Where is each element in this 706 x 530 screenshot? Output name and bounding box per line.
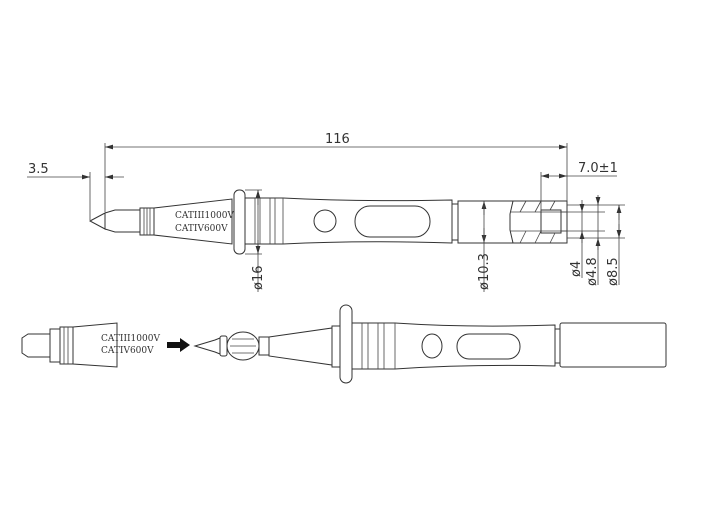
drawing-stroke [519, 200, 556, 244]
drawing-stroke [519, 230, 527, 244]
drawing-stroke [421, 333, 443, 359]
rating-label-line1: CATIII1000V [175, 211, 234, 221]
dim-body-diameter: ø10.3 [477, 253, 492, 290]
arrow-icon [167, 338, 190, 352]
drawing-stroke [268, 327, 333, 366]
rear-sleeve [457, 200, 568, 244]
dim-bore-outer: ø4.8 [585, 257, 600, 286]
drawing-stroke [534, 230, 542, 244]
cap-label-line1: CATIII1000V [101, 334, 160, 344]
rear-sleeve [559, 322, 667, 368]
drawing-stroke [554, 328, 561, 364]
dim-guard-diameter: ø16 [251, 266, 266, 291]
drawing-stroke [519, 200, 527, 213]
probe-body [244, 197, 453, 245]
drawing-stroke [258, 336, 270, 356]
drawing-stroke [21, 333, 51, 358]
drawing-stroke [549, 200, 556, 211]
probe-side-view: CATIII1000V CATIV600V [88, 189, 568, 255]
probe-cap: CATIII1000V CATIV600V [21, 322, 160, 368]
drawing-stroke [351, 322, 556, 370]
drawing-stroke [549, 232, 556, 244]
drawing-stroke [219, 335, 228, 357]
cap-label-line2: CATIV600V [101, 346, 154, 356]
probe-assembled-view [193, 304, 667, 384]
dim-tip-length: 3.5 [28, 162, 49, 177]
dim-socket-depth: 7.0±1 [578, 161, 618, 176]
finger-guard [339, 304, 353, 384]
drawing-stroke [49, 328, 61, 363]
dimension-lines: 116 3.5 7.0±1 ø16 ø10.3 ø4 ø4.8 [27, 132, 625, 292]
drawing-stroke [534, 200, 542, 213]
drawing-stroke [59, 326, 74, 365]
finger-guard [233, 189, 246, 255]
drawing-stroke [451, 203, 459, 241]
grip-hole [313, 209, 337, 233]
drawing-stroke [193, 337, 221, 355]
probe-tip [88, 212, 106, 230]
drawing-stroke [72, 322, 118, 368]
dim-bore-inner: ø4 [569, 261, 584, 277]
rating-label-line2: CATIV600V [175, 224, 228, 234]
tip-cone [153, 198, 233, 245]
socket-bore [540, 209, 562, 234]
drawing-stroke [456, 333, 521, 360]
dim-sleeve-diameter: ø8.5 [606, 257, 621, 286]
dim-overall-length: 116 [325, 132, 350, 147]
drawing-stroke [104, 209, 141, 233]
grip-slot [354, 205, 431, 238]
drawing-stroke [509, 200, 514, 244]
